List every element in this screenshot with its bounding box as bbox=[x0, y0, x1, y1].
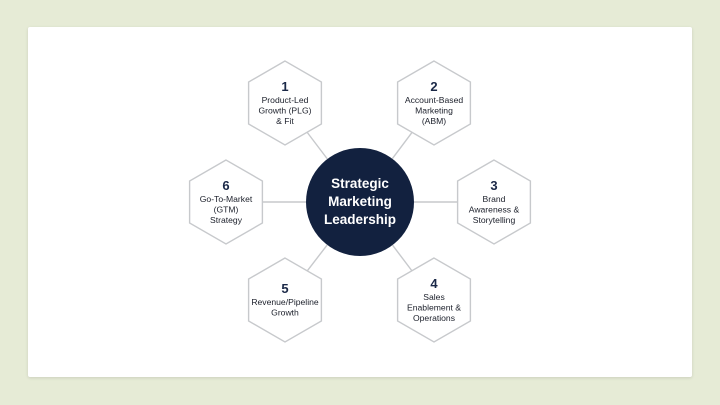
node-number: 1 bbox=[281, 79, 288, 94]
node-label-line: (GTM) bbox=[214, 204, 239, 214]
hexagon-shape bbox=[396, 257, 472, 343]
node-label-line: Brand bbox=[483, 194, 506, 204]
node-number: 4 bbox=[430, 276, 438, 291]
node-6: 6Go-To-Market(GTM)Strategy bbox=[188, 159, 264, 245]
hexagon-shape bbox=[247, 60, 323, 146]
node-number: 5 bbox=[281, 281, 288, 296]
node-label-line: Strategy bbox=[210, 215, 243, 225]
node-label-line: Product-Led bbox=[262, 95, 309, 105]
center-hub: Strategic Marketing Leadership bbox=[306, 148, 414, 256]
node-label-line: Marketing bbox=[415, 105, 453, 115]
node-label-line: Revenue/Pipeline bbox=[251, 297, 319, 307]
node-label-line: Go-To-Market bbox=[200, 194, 253, 204]
node-number: 3 bbox=[490, 178, 497, 193]
connectors bbox=[263, 132, 457, 272]
center-circle bbox=[306, 148, 414, 256]
hexagon-shape bbox=[456, 159, 532, 245]
center-line-2: Marketing bbox=[328, 194, 392, 209]
node-label-line: Operations bbox=[413, 313, 455, 323]
center-line-3: Leadership bbox=[324, 212, 396, 227]
hexagon-shape bbox=[247, 257, 323, 343]
connector-1 bbox=[306, 132, 328, 160]
node-label-line: & Fit bbox=[276, 116, 294, 126]
node-label-line: (ABM) bbox=[422, 116, 446, 126]
node-label-line: Growth bbox=[271, 308, 299, 318]
connector-5 bbox=[306, 244, 328, 272]
node-label-line: Growth (PLG) bbox=[258, 105, 311, 115]
node-number: 6 bbox=[222, 178, 229, 193]
hexagon-shape bbox=[396, 60, 472, 146]
node-label-line: Account-Based bbox=[405, 95, 464, 105]
node-number: 2 bbox=[430, 79, 437, 94]
node-label-line: Storytelling bbox=[473, 215, 516, 225]
node-label-line: Awareness & bbox=[469, 204, 520, 214]
connector-4 bbox=[391, 244, 413, 271]
hexagon-shape bbox=[188, 159, 264, 245]
connector-2 bbox=[391, 132, 413, 160]
center-line-1: Strategic bbox=[331, 176, 389, 191]
node-label-line: Enablement & bbox=[407, 302, 461, 312]
node-label-line: Sales bbox=[423, 292, 445, 302]
